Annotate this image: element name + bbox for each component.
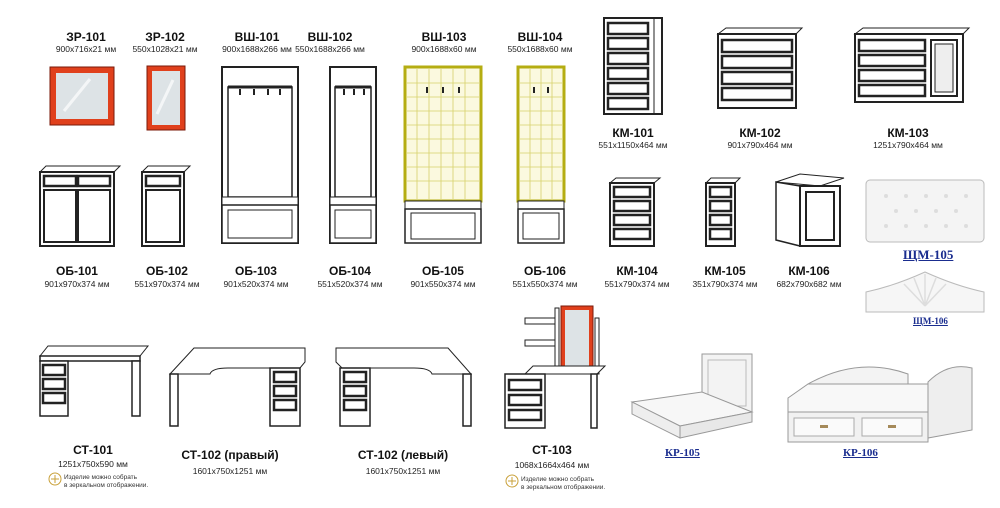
item-code: ЩМ-106 (913, 316, 948, 326)
item-code: КМ-102 (739, 126, 781, 140)
item-dimensions: 550x1028x21 мм (132, 44, 198, 54)
item-code: СТ-103 (532, 443, 572, 457)
item-dimensions: 550x1688x266 мм (295, 44, 365, 54)
item-code: КМ-104 (616, 264, 658, 278)
mirror-zr101 (49, 66, 115, 126)
item-dimensions: 1068x1664x464 мм (514, 460, 590, 470)
item-dimensions: 351x790x374 мм (692, 279, 758, 289)
item-code: КМ-101 (612, 126, 654, 140)
item-dimensions: 550x1688x60 мм (507, 44, 573, 54)
item-dimensions: 551x520x374 мм (317, 279, 383, 289)
headboard-shm105 (865, 179, 985, 243)
item-code: ОБ-101 (56, 264, 98, 278)
item-code: КР-105 (665, 447, 700, 459)
dressing-table-st103 (504, 305, 607, 429)
desk-st102-left (335, 347, 473, 427)
item-code: КМ-106 (788, 264, 830, 278)
bed-kr105 (630, 353, 754, 439)
mirror-assembly-icon (48, 472, 62, 486)
item-dimensions: 1601x750x1251 мм (365, 466, 441, 476)
item-code: КР-106 (843, 447, 878, 459)
desk-st101 (38, 345, 150, 417)
hallway-panel-vsh101 (221, 66, 299, 244)
item-code: ЩМ-105 (903, 247, 954, 262)
item-dimensions: 1251x750x590 мм (58, 459, 128, 469)
shoe-cabinet-ob101 (38, 165, 122, 247)
hallway-panel-vsh102 (329, 66, 377, 244)
item-dimensions: 1251x790x464 мм (873, 140, 943, 150)
bed-kr106 (787, 366, 973, 443)
item-code: СТ-102 (правый) (181, 448, 279, 462)
hallway-panel-vsh104 (516, 65, 566, 244)
mirror-assembly-icon (505, 474, 519, 488)
chest-km101 (603, 17, 663, 115)
item-dimensions: 901x970x374 мм (44, 279, 110, 289)
item-code: СТ-102 (левый) (357, 448, 449, 462)
chest-km104 (608, 177, 662, 247)
corner-cabinet-km106 (775, 173, 845, 247)
item-code: ОБ-104 (329, 264, 371, 278)
item-code: СТ-101 (73, 443, 113, 457)
mirror-note-line1: Изделие можно собрать (64, 474, 138, 481)
desk-st102-right (168, 347, 306, 427)
mirror-note-line2: в зеркальном отображении. (521, 484, 606, 491)
item-dimensions: 901x550x374 мм (410, 279, 476, 289)
item-code: ОБ-105 (422, 264, 464, 278)
item-dimensions: 900x1688x266 мм (222, 44, 292, 54)
chest-km102 (716, 27, 804, 109)
item-dimensions: 901x520x374 мм (223, 279, 289, 289)
item-code: ЗР-102 (145, 30, 185, 44)
item-dimensions: 682x790x682 мм (776, 279, 842, 289)
item-code: ВШ-102 (307, 30, 353, 44)
chest-km103 (853, 27, 971, 103)
headboard-shm106 (865, 271, 985, 313)
hallway-panel-vsh103 (403, 65, 483, 244)
item-dimensions: 900x1688x60 мм (411, 44, 477, 54)
item-dimensions: 900x716x21 мм (55, 44, 117, 54)
item-code: ВШ-104 (517, 30, 563, 44)
item-code: КМ-105 (704, 264, 746, 278)
item-code: ОБ-102 (146, 264, 188, 278)
item-code: ОБ-103 (235, 264, 277, 278)
item-code: ВШ-103 (421, 30, 467, 44)
mirror-note-line1: Изделие можно собрать (521, 476, 595, 483)
item-dimensions: 1601x750x1251 мм (192, 466, 268, 476)
item-dimensions: 551x550x374 мм (512, 279, 578, 289)
mirror-zr102 (146, 65, 186, 131)
item-code: ВШ-101 (234, 30, 280, 44)
item-dimensions: 551x970x374 мм (134, 279, 200, 289)
mirror-note: Изделие можно собрать в зеркальном отобр… (64, 474, 148, 490)
item-code: ОБ-106 (524, 264, 566, 278)
mirror-note: Изделие можно собрать в зеркальном отобр… (521, 476, 605, 492)
mirror-note-line2: в зеркальном отображении. (64, 482, 149, 489)
item-code: КМ-103 (887, 126, 929, 140)
chest-km105 (704, 177, 742, 247)
shoe-cabinet-ob102 (140, 165, 192, 247)
item-dimensions: 901x790x464 мм (727, 140, 793, 150)
item-code: ЗР-101 (66, 30, 106, 44)
item-dimensions: 551x1150x464 мм (598, 140, 668, 150)
item-dimensions: 551x790x374 мм (604, 279, 670, 289)
